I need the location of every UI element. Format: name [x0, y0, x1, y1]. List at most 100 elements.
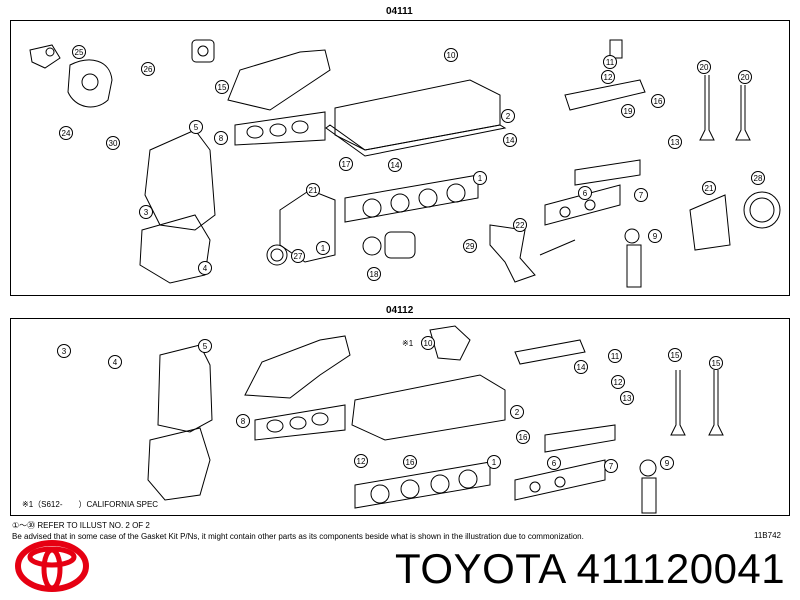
p2-egr-part	[429, 325, 471, 361]
p2-callout-4: 4	[108, 355, 122, 369]
svg-text:14: 14	[506, 136, 515, 145]
svg-text:1: 1	[478, 174, 483, 183]
water-outlet-part	[29, 44, 61, 69]
svg-text:25: 25	[75, 48, 84, 57]
illustration-panel-04112	[10, 318, 790, 516]
p1-callout-1: 1	[473, 171, 487, 185]
p2-callout-16: 16	[403, 455, 417, 469]
p2-intake-gasket-part	[254, 404, 346, 441]
svg-text:20: 20	[700, 63, 709, 72]
head-gasket-part	[344, 174, 479, 223]
panel2-label: 04112	[386, 305, 414, 316]
p2-exhaust-gasket-part	[514, 459, 606, 501]
svg-text:10: 10	[447, 51, 456, 60]
svg-text:3: 3	[144, 208, 149, 217]
fuel-rail-part	[564, 39, 646, 111]
svg-text:4: 4	[113, 358, 118, 367]
thermostat-part	[624, 228, 642, 288]
svg-text:20: 20	[741, 73, 750, 82]
svg-text:7: 7	[639, 191, 644, 200]
svg-text:22: 22	[516, 221, 525, 230]
p2-exhaust-manifold-part	[544, 424, 616, 453]
p1-callout-17: 17	[339, 157, 353, 171]
svg-text:10: 10	[424, 339, 433, 348]
svg-text:30: 30	[109, 139, 118, 148]
p2-callout-8: 8	[236, 414, 250, 428]
p1-callout-15: 15	[215, 80, 229, 94]
p2-callout-11: 11	[608, 349, 622, 363]
valve-cover-part	[334, 79, 501, 151]
p1-callout-21: 21	[702, 181, 716, 195]
p2-callout-3: 3	[57, 344, 71, 358]
p2-callout-5: 5	[198, 339, 212, 353]
p2-callout-12: 12	[611, 375, 625, 389]
p1-callout-3: 3	[139, 205, 153, 219]
svg-text:9: 9	[653, 232, 658, 241]
intake-manifold-part	[227, 49, 331, 111]
p1-callout-22: 22	[513, 218, 527, 232]
p1-callout-18: 18	[367, 267, 381, 281]
svg-text:9: 9	[665, 459, 670, 468]
svg-text:13: 13	[671, 138, 680, 147]
svg-text:6: 6	[552, 459, 557, 468]
svg-text:17: 17	[342, 160, 351, 169]
p1-callout-12: 12	[601, 70, 615, 84]
p2-callout-14: 14	[574, 360, 588, 374]
p2-callout-16: 16	[516, 430, 530, 444]
lower-timing-cover-part	[139, 214, 211, 284]
p1-callout-5: 5	[189, 120, 203, 134]
p1-callout-20: 20	[738, 70, 752, 84]
p1-callout-28: 28	[751, 171, 765, 185]
p2-callout-6: 6	[547, 456, 561, 470]
p2-callout-10: 10	[421, 336, 435, 350]
p1-callout-13: 13	[668, 135, 682, 149]
panel1-label: 04111	[386, 6, 413, 17]
svg-text:16: 16	[519, 433, 528, 442]
p1-callout-8: 8	[214, 131, 228, 145]
svg-text:26: 26	[144, 65, 153, 74]
svg-text:5: 5	[194, 123, 199, 132]
valve-cover-gasket-part	[325, 124, 507, 157]
p1-callout-25: 25	[72, 45, 86, 59]
svg-text:19: 19	[624, 107, 633, 116]
p2-lower-cover-part	[147, 427, 211, 501]
p1-callout-26: 26	[141, 62, 155, 76]
p1-callout-9: 9	[648, 229, 662, 243]
svg-text:28: 28	[754, 174, 763, 183]
exhaust-manifold-part	[574, 159, 641, 186]
rear-oil-seal-retainer-part	[689, 194, 731, 251]
svg-text:11: 11	[606, 58, 615, 67]
intake-gasket-part	[234, 111, 326, 146]
p1-callout-27: 27	[291, 249, 305, 263]
p2-valve-cover-part	[351, 374, 506, 441]
svg-text:2: 2	[515, 408, 520, 417]
p2-timing-cover-part	[157, 344, 213, 433]
svg-text:8: 8	[219, 134, 224, 143]
oil-strainer-part	[489, 224, 576, 283]
p1-callout-19: 19	[621, 104, 635, 118]
p2-callout-12: 12	[354, 454, 368, 468]
timing-cover-part	[144, 129, 216, 231]
p1-callout-14: 14	[388, 158, 402, 172]
advisory-note: Be advised that in some case of the Gask…	[12, 532, 584, 541]
p2-callout-9: 9	[660, 456, 674, 470]
svg-text:15: 15	[671, 351, 680, 360]
svg-text:13: 13	[623, 394, 632, 403]
p2-callout-15: 15	[709, 356, 723, 370]
svg-text:12: 12	[604, 73, 613, 82]
p2-callout-15: 15	[668, 348, 682, 362]
refer-note: ①～㉚ REFER TO ILLUST NO. 2 OF 2	[12, 521, 150, 530]
p2-callout-13: 13	[620, 391, 634, 405]
p2-head-gasket-part	[354, 461, 491, 509]
svg-text:18: 18	[370, 270, 379, 279]
svg-text:7: 7	[609, 462, 614, 471]
svg-text:14: 14	[577, 363, 586, 372]
svg-text:27: 27	[294, 252, 303, 261]
p1-callout-29: 29	[463, 239, 477, 253]
p1-callout-14: 14	[503, 133, 517, 147]
svg-text:29: 29	[466, 242, 475, 251]
p2-fuel-rail-part	[514, 339, 586, 365]
svg-text:14: 14	[391, 161, 400, 170]
svg-text:8: 8	[241, 417, 246, 426]
